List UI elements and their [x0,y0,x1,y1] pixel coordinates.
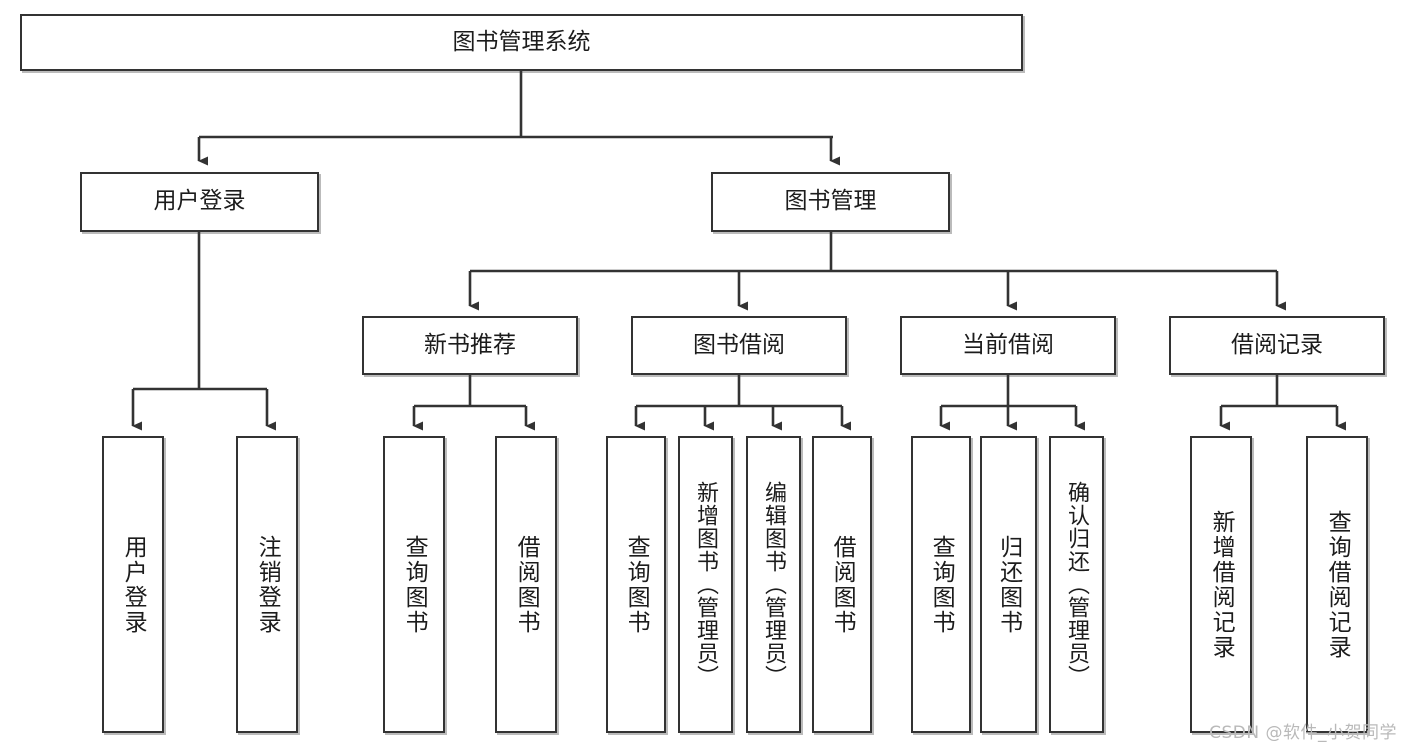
leaf-return-book[interactable]: 归还图书 [980,436,1037,733]
node-borrow-record[interactable]: 借阅记录 [1169,316,1385,375]
node-book-manage[interactable]: 图书管理 [711,172,950,232]
leaf-query-book-recommend-label: 查询图书 [401,534,428,635]
leaf-add-book-label: 新增图书（管理员） [693,481,719,688]
leaf-add-book[interactable]: 新增图书（管理员） [678,436,733,733]
leaf-borrow-book-label: 借阅图书 [829,534,856,635]
leaf-return-book-label: 归还图书 [995,534,1022,635]
leaf-user-login-label: 用户登录 [120,534,147,635]
leaf-add-borrow-record[interactable]: 新增借阅记录 [1190,436,1252,733]
node-user-login[interactable]: 用户登录 [80,172,319,232]
watermark: CSDN @软件_小贺同学 [1209,723,1397,743]
node-new-book-recommend[interactable]: 新书推荐 [362,316,578,375]
leaf-edit-book-label: 编辑图书（管理员） [761,481,787,688]
leaf-logout-label: 注销登录 [254,534,281,635]
leaf-confirm-return-label: 确认归还（管理员） [1064,481,1090,688]
leaf-query-book-current-label: 查询图书 [928,534,955,635]
node-new-book-recommend-label: 新书推荐 [424,331,516,358]
leaf-borrow-book-recommend-label: 借阅图书 [513,534,540,635]
leaf-edit-book[interactable]: 编辑图书（管理员） [746,436,801,733]
node-current-borrow[interactable]: 当前借阅 [900,316,1116,375]
node-book-manage-label: 图书管理 [784,188,877,215]
leaf-query-borrow-record[interactable]: 查询借阅记录 [1306,436,1368,733]
leaf-query-book-current[interactable]: 查询图书 [911,436,971,733]
node-book-borrow[interactable]: 图书借阅 [631,316,847,375]
leaf-logout[interactable]: 注销登录 [236,436,298,733]
leaf-borrow-book-recommend[interactable]: 借阅图书 [495,436,557,733]
leaf-query-book-borrow-label: 查询图书 [623,534,650,635]
node-current-borrow-label: 当前借阅 [962,331,1054,358]
leaf-query-book-borrow[interactable]: 查询图书 [606,436,666,733]
leaf-query-book-recommend[interactable]: 查询图书 [383,436,445,733]
leaf-confirm-return[interactable]: 确认归还（管理员） [1049,436,1104,733]
leaf-user-login[interactable]: 用户登录 [102,436,164,733]
leaf-add-borrow-record-label: 新增借阅记录 [1208,509,1235,660]
node-borrow-record-label: 借阅记录 [1231,331,1323,358]
node-user-login-label: 用户登录 [153,188,246,215]
leaf-borrow-book[interactable]: 借阅图书 [812,436,872,733]
leaf-query-borrow-record-label: 查询借阅记录 [1324,509,1351,660]
node-root-label: 图书管理系统 [452,28,591,55]
node-root[interactable]: 图书管理系统 [20,14,1023,71]
node-book-borrow-label: 图书借阅 [693,331,785,358]
